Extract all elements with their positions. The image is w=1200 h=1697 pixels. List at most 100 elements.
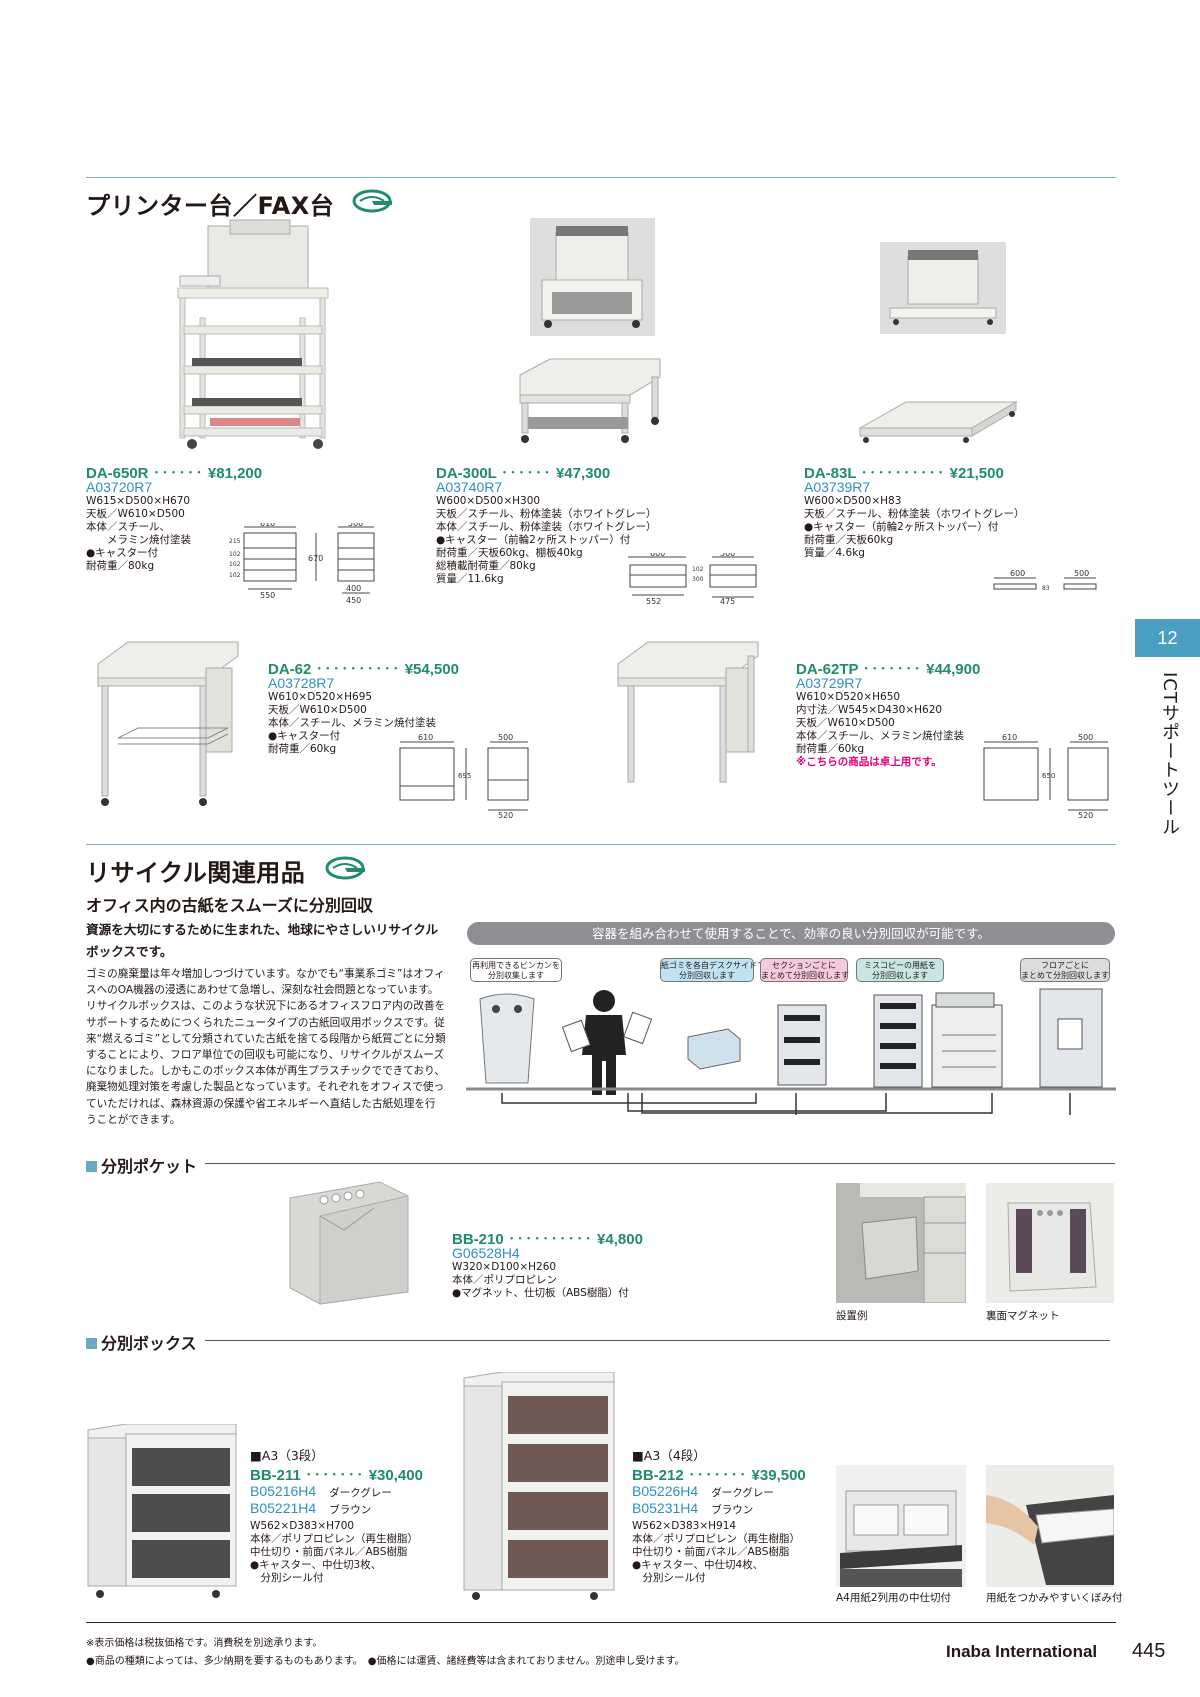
dim-label: 670 (308, 554, 323, 563)
price: ¥4,800 (597, 1231, 643, 1248)
bb211-specs: W562×D383×H700 本体／ポリプロピレン（再生樹脂） 中仕切り・前面パ… (250, 1520, 418, 1585)
dim-label: 610 (1002, 734, 1017, 742)
footer-delivery-note: ●商品の種類によっては、多少納期を要するものもあります。 ●価格には運賃、諸経費… (86, 1656, 685, 1667)
leader-dots: ･･････････ (315, 661, 401, 678)
spec-line: ●キャスター（前輪2ヶ所ストッパー）付 (804, 521, 999, 533)
bb212-photo (463, 1372, 615, 1600)
price: ¥21,500 (949, 465, 1004, 482)
color-name: ダークグレー (329, 1487, 392, 1499)
spec-line: メラミン焼付塗装 (86, 534, 191, 546)
spec-line: ●キャスター（前輪2ヶ所ストッパー）付 (436, 534, 631, 546)
box-heading: 分別ボックス (86, 1330, 197, 1354)
model-number: BB-212 (632, 1467, 684, 1484)
spec-line: 本体／ポリプロピレン（再生樹脂） (250, 1533, 418, 1545)
da300l-dimension-drawing: 600 500 300 102 552 475 (628, 553, 757, 605)
heading-text: 分別ポケット (101, 1157, 198, 1176)
spec-line: 本体／ポリプロピレン (452, 1274, 557, 1286)
top-rule (86, 177, 1116, 178)
section-rule (86, 844, 1116, 845)
chapter-title: ICTサポートツール (1159, 672, 1180, 837)
da62-dimension-drawing: 610 500 695 520 (399, 734, 529, 818)
dim-label: 215 (229, 538, 241, 545)
green-mark-icon (352, 189, 392, 213)
spec-line: 本体／スチール、粉体塗装（ホワイトグレー） (436, 521, 657, 533)
spec-line: 本体／ポリプロピレン（再生樹脂） (632, 1533, 800, 1545)
model-number: DA-300L (436, 465, 497, 482)
bb210-specs: W320×D100×H260 本体／ポリプロピレン ●マグネット、仕切板（ABS… (452, 1261, 629, 1300)
label-line: まとめて分別回収します (1021, 971, 1109, 980)
desktop-use-note: ※こちらの商品は卓上用です。 (796, 756, 942, 768)
finger-grip-caption: 用紙をつかみやすいくぼみ付 (986, 1592, 1123, 1604)
spec-line: 分別シール付 (250, 1572, 324, 1584)
da83l-model-price: DA-83L ･･････････ ¥21,500 (804, 462, 1004, 483)
da62tp-photo (617, 641, 759, 783)
da650r-specs: W615×D500×H670 天板／W610×D500 本体／スチール、 メラミ… (86, 495, 191, 573)
leader-dots: ･･････････ (507, 1231, 593, 1248)
heading-square-icon (86, 1161, 97, 1172)
spec-line: 本体／スチール、メラミン焼付塗装 (796, 730, 964, 742)
leader-dots: ･･････ (152, 465, 204, 482)
spec-line: 天板／スチール、粉体塗装（ホワイトグレー） (436, 508, 657, 520)
da62tp-sku: A03729R7 (796, 675, 863, 691)
price: ¥81,200 (207, 465, 263, 482)
spec-line: 中仕切り・前面パネル／ABS樹脂 (632, 1546, 790, 1558)
da83l-specs: W600×D500×H83 天板／スチール、粉体塗装（ホワイトグレー） ●キャス… (804, 495, 1025, 560)
spec-line: 天板／W610×D500 (86, 508, 185, 520)
spec-line: 質量／11.6kg (436, 573, 504, 585)
diagram-label-miscopy: ミスコピーの用紙を 分別回収します (856, 958, 944, 982)
bb211-variant-1: B05216H4 ダークグレー (250, 1481, 392, 1500)
dim-label: 400 (346, 584, 361, 593)
spec-line: 内寸法／W545×D430×H620 (796, 704, 943, 716)
recycle-headline: オフィス内の古紙をスムーズに分別回収 (86, 896, 373, 915)
diagram-label-desk: 紙ゴミを各自デスクサイドで 分別回収します (660, 958, 765, 982)
dim-label: 610 (418, 734, 433, 742)
spec-line: 耐荷重／80kg (86, 560, 155, 572)
dim-label: 550 (260, 591, 275, 600)
dim-label: 500 (1074, 570, 1089, 578)
label-line: 分別収集します (488, 971, 544, 980)
label-line: 分別回収します (872, 971, 928, 980)
back-magnet-caption: 裏面マグネット (986, 1310, 1060, 1322)
dim-label: 610 (260, 523, 275, 528)
spec-line: 本体／スチール、 (86, 521, 170, 533)
diagram-banner: 容器を組み合わせて使用することで、効率の良い分別回収が可能です。 (467, 922, 1115, 945)
label-line: 再利用できるビンカンを (472, 961, 560, 970)
da83l-dimension-drawing: 600 500 83 (993, 570, 1097, 592)
da62-specs: W610×D520×H695 天板／W610×D500 本体／スチール、メラミン… (268, 691, 436, 756)
chapter-tab[interactable]: 12 (1135, 619, 1200, 657)
da300l-specs: W600×D500×H300 天板／スチール、粉体塗装（ホワイトグレー） 本体／… (436, 495, 657, 586)
bb210-sku: G06528H4 (452, 1245, 520, 1261)
model-number: DA-650R (86, 465, 149, 482)
dim-label: 500 (1078, 734, 1093, 742)
pocket-rule (205, 1163, 1115, 1164)
pocket-heading: 分別ポケット (86, 1153, 197, 1177)
model-number: BB-211 (250, 1467, 301, 1484)
spec-line: ●キャスター付 (86, 547, 159, 559)
diagram-label-can: 再利用できるビンカンを 分別収集します (470, 958, 562, 982)
section-title-recycle: リサイクル関連用品 (86, 859, 306, 887)
da83l-photo-printer (880, 242, 1006, 334)
label-line: まとめて分別回収します (761, 971, 849, 980)
bb212-size: ■A3（4段） (632, 1448, 706, 1463)
spec-line: 耐荷重／天板60kg (804, 534, 894, 546)
label-line: フロアごとに (1041, 961, 1089, 970)
bb211-variant-2: B05221H4 ブラウン (250, 1498, 371, 1517)
leader-dots: ･･････････ (860, 465, 946, 482)
spec-line: W610×D520×H650 (796, 691, 901, 703)
spec-line: 天板／スチール、粉体塗装（ホワイトグレー） (804, 508, 1025, 520)
sku: B05226H4 (632, 1483, 699, 1499)
model-number: BB-210 (452, 1231, 504, 1248)
sku: B05216H4 (250, 1483, 317, 1499)
footer-tax-note: ※表示価格は税抜価格です。消費税を別途承ります。 (86, 1638, 323, 1649)
heading-text: 分別ボックス (101, 1334, 197, 1353)
spec-line: W600×D500×H83 (804, 495, 902, 507)
brand-name: Inaba International (946, 1642, 1098, 1661)
bb210-model-price: BB-210 ･･････････ ¥4,800 (452, 1228, 643, 1249)
label-line: 分別回収します (679, 971, 735, 980)
da650r-model-price: DA-650R ･･････ ¥81,200 (86, 462, 262, 483)
sku: B05221H4 (250, 1500, 317, 1516)
spec-line: W600×D500×H300 (436, 495, 541, 507)
price: ¥54,500 (404, 661, 459, 678)
bb211-size: ■A3（3段） (250, 1448, 324, 1463)
recycle-lead: 資源を大切にするために生まれた、地球にやさしいリサイクルボックスです。 (86, 922, 439, 959)
